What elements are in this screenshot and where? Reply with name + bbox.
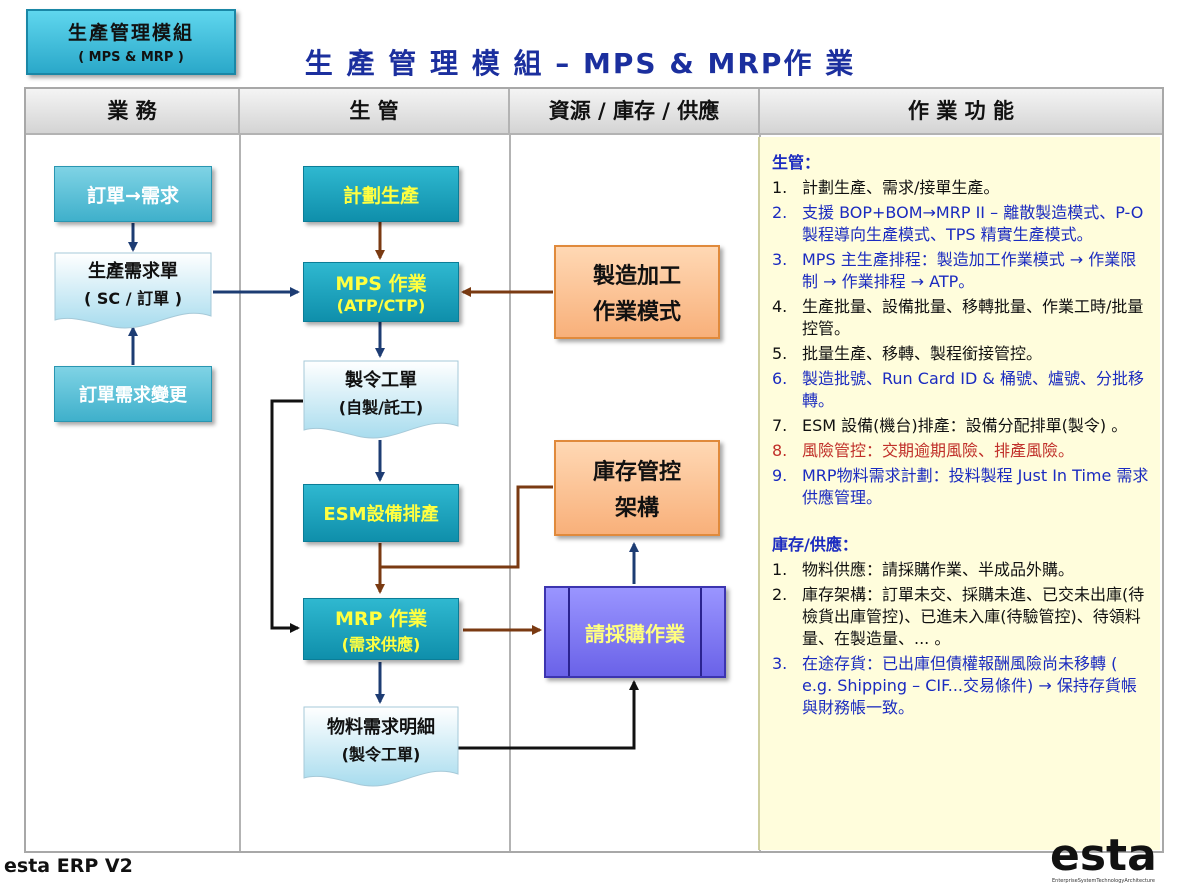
- production-function-item: 6.製造批號、Run Card ID & 桶號、爐號、分批移轉。: [772, 369, 1144, 410]
- production-function-list: 1.計劃生產、需求/接單生產。 2.支援 BOP+BOM→MRP II – 離散…: [772, 177, 1150, 509]
- manufacturing-mode-line1: 製造加工: [592, 264, 681, 289]
- order-demand-label: 訂單→需求: [87, 184, 179, 207]
- mps-box[interactable]: MPS 作業 (ATP/CTP): [303, 262, 459, 322]
- manufacturing-mode-line2: 作業模式: [592, 300, 681, 325]
- inventory-function-item: 1.物料供應：請採購作業、半成品外購。: [772, 560, 1075, 579]
- mps-title: MPS 作業: [335, 273, 427, 295]
- demand-doc-title: 生產需求單: [88, 261, 178, 283]
- badge-subtitle: ( MPS & MRP ): [78, 50, 184, 65]
- footer-product-name: esta ERP V2: [4, 855, 133, 877]
- connector-esm-to-inventory: [380, 485, 553, 569]
- column-header-production: 生 管: [240, 89, 510, 135]
- production-header: 生管：: [772, 153, 821, 172]
- column-header-functions: 作 業 功 能: [760, 89, 1162, 135]
- manufacturing-mode-box[interactable]: 製造加工 作業模式: [554, 245, 720, 339]
- planned-production-box[interactable]: 計劃生產: [303, 166, 459, 222]
- demand-document-shape[interactable]: 生產需求單 ( SC / 訂單 ): [54, 252, 212, 332]
- inventory-function-list: 1.物料供應：請採購作業、半成品外購。 2.庫存架構：訂單未交、採購未進、已交未…: [772, 559, 1150, 719]
- inventory-function-item: 2.庫存架構：訂單未交、採購未進、已交未出庫(待檢貨出庫管控)、已進未入庫(待驗…: [772, 585, 1145, 648]
- mrp-subtitle: (需求供應): [341, 634, 421, 654]
- badge-title: 生產管理模組: [67, 22, 194, 44]
- production-function-item: 9.MRP物料需求計劃：投料製程 Just In Time 需求供應管理。: [772, 466, 1149, 507]
- process-side-bar: [568, 588, 570, 676]
- module-badge: 生產管理模組 ( MPS & MRP ): [26, 9, 236, 75]
- lane-divider: [509, 135, 511, 851]
- demand-doc-subtitle: ( SC / 訂單 ): [83, 289, 183, 309]
- logo-tagline: EnterpriseSystemTechnologyArchitecture: [1052, 878, 1155, 884]
- order-change-box[interactable]: 訂單需求變更: [54, 366, 212, 422]
- mps-subtitle: (ATP/CTP): [336, 296, 426, 315]
- material-detail-title: 物料需求明細: [327, 716, 435, 738]
- order-demand-box[interactable]: 訂單→需求: [54, 166, 212, 222]
- planned-production-label: 計劃生產: [342, 184, 419, 207]
- material-detail-subtitle: (製令工單): [341, 744, 421, 764]
- production-function-item: 4.生產批量、設備批量、移轉批量、作業工時/批量 控管。: [772, 297, 1144, 338]
- document-shape: [303, 360, 459, 439]
- document-shape: [54, 252, 212, 329]
- column-header-resources: 資源 / 庫存 / 供應: [510, 89, 760, 135]
- production-function-item: 2.支援 BOP+BOM→MRP II – 離散製造模式、P-O 製程導向生產模…: [772, 203, 1144, 244]
- work-order-title: 製令工單: [345, 369, 417, 391]
- production-function-item: 3.MPS 主生產排程：製造加工作業模式 → 作業限制 → 作業排程 → ATP…: [772, 250, 1137, 291]
- arrow-workorder-to-mrp: [270, 399, 303, 633]
- esm-scheduling-box[interactable]: ESM設備排產: [303, 484, 459, 542]
- arrow-material-to-purchase: [458, 680, 639, 750]
- inventory-function-item: 3.在途存貨：已出庫但債權報酬風險尚未移轉 ( e.g. Shipping – …: [772, 654, 1137, 717]
- material-detail-document-shape[interactable]: 物料需求明細 (製令工單): [303, 706, 459, 790]
- purchase-process-box[interactable]: 請採購作業: [544, 586, 726, 678]
- mrp-box[interactable]: MRP 作業 (需求供應): [303, 598, 459, 660]
- function-panel: 生管： 1.計劃生產、需求/接單生產。 2.支援 BOP+BOM→MRP II …: [758, 137, 1160, 850]
- inventory-header: 庫存/供應：: [772, 535, 858, 554]
- production-function-item: 5.批量生產、移轉、製程銜接管控。: [772, 344, 1043, 363]
- esm-scheduling-label: ESM設備排產: [323, 504, 439, 525]
- logo-text: esta: [1050, 830, 1157, 881]
- esta-logo: esta EnterpriseSystemTechnologyArchitect…: [1050, 830, 1157, 884]
- work-order-document-shape[interactable]: 製令工單 (自製/託工): [303, 360, 459, 442]
- production-function-item: 8.風險管控：交期逾期風險、排產風險。: [772, 441, 1075, 460]
- page-title: 生 產 管 理 模 組 – MPS & MRP作 業: [304, 47, 856, 80]
- inventory-control-line2: 架構: [614, 496, 659, 521]
- work-order-subtitle: (自製/託工): [338, 397, 424, 417]
- order-change-label: 訂單需求變更: [79, 385, 187, 406]
- column-header-business: 業 務: [26, 89, 240, 135]
- inventory-control-line1: 庫存管控: [592, 460, 681, 485]
- lane-divider: [239, 135, 241, 851]
- production-function-item: 7.ESM 設備(機台)排產：設備分配排單(製令) 。: [772, 416, 1128, 435]
- inventory-control-box[interactable]: 庫存管控 架構: [554, 440, 720, 536]
- mrp-title: MRP 作業: [334, 607, 428, 630]
- process-side-bar: [700, 588, 702, 676]
- document-shape: [303, 706, 459, 787]
- purchase-process-label: 請採購作業: [585, 621, 685, 646]
- production-function-item: 1.計劃生產、需求/接單生產。: [772, 178, 1000, 197]
